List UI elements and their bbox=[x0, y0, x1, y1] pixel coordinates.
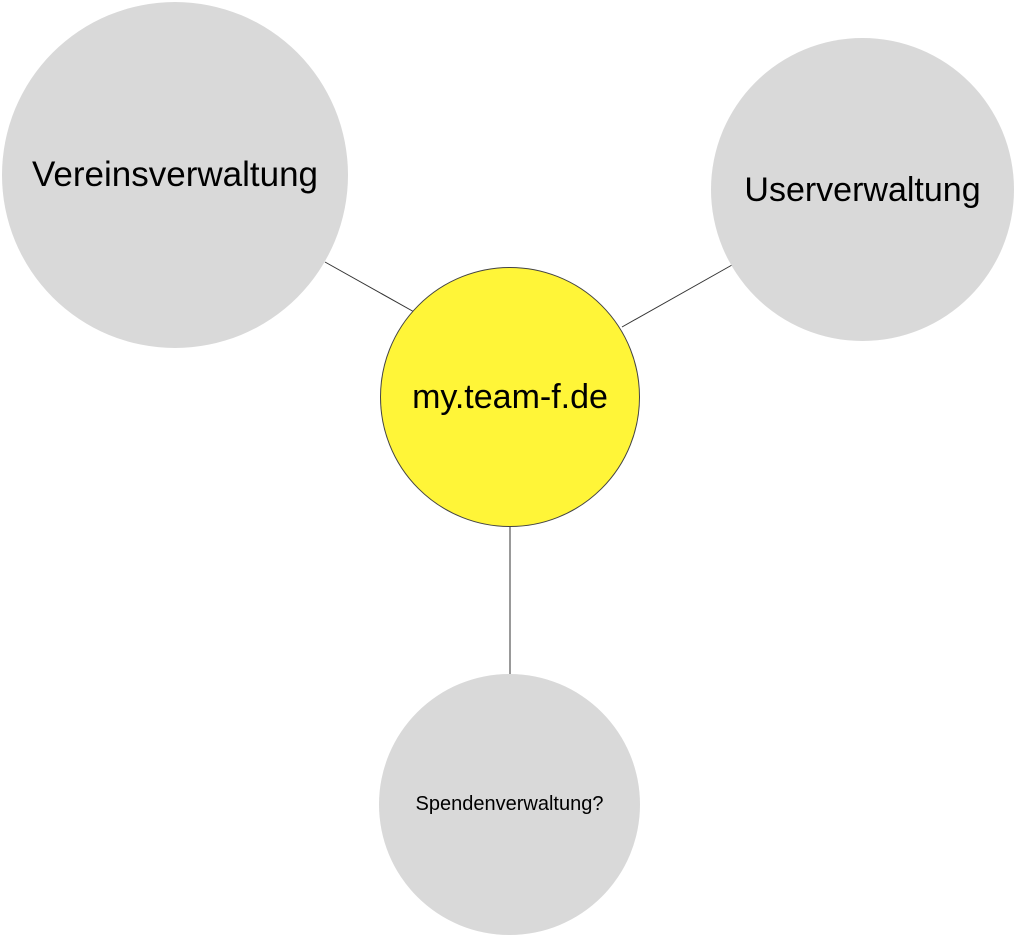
node-label: Spendenverwaltung? bbox=[415, 793, 604, 815]
node-vereinsverwaltung[interactable]: Vereinsverwaltung bbox=[2, 2, 348, 348]
node-spendenverwaltung[interactable]: Spendenverwaltung? bbox=[379, 674, 640, 935]
center-label: my.team-f.de bbox=[412, 377, 608, 416]
node-label: Userverwaltung bbox=[744, 171, 981, 209]
node-center[interactable]: my.team-f.de bbox=[380, 267, 640, 527]
node-userverwaltung[interactable]: Userverwaltung bbox=[711, 38, 1014, 341]
node-label: Vereinsverwaltung bbox=[32, 155, 318, 194]
connector-vereinsverwaltung bbox=[324, 261, 417, 314]
connector-userverwaltung bbox=[621, 264, 733, 328]
